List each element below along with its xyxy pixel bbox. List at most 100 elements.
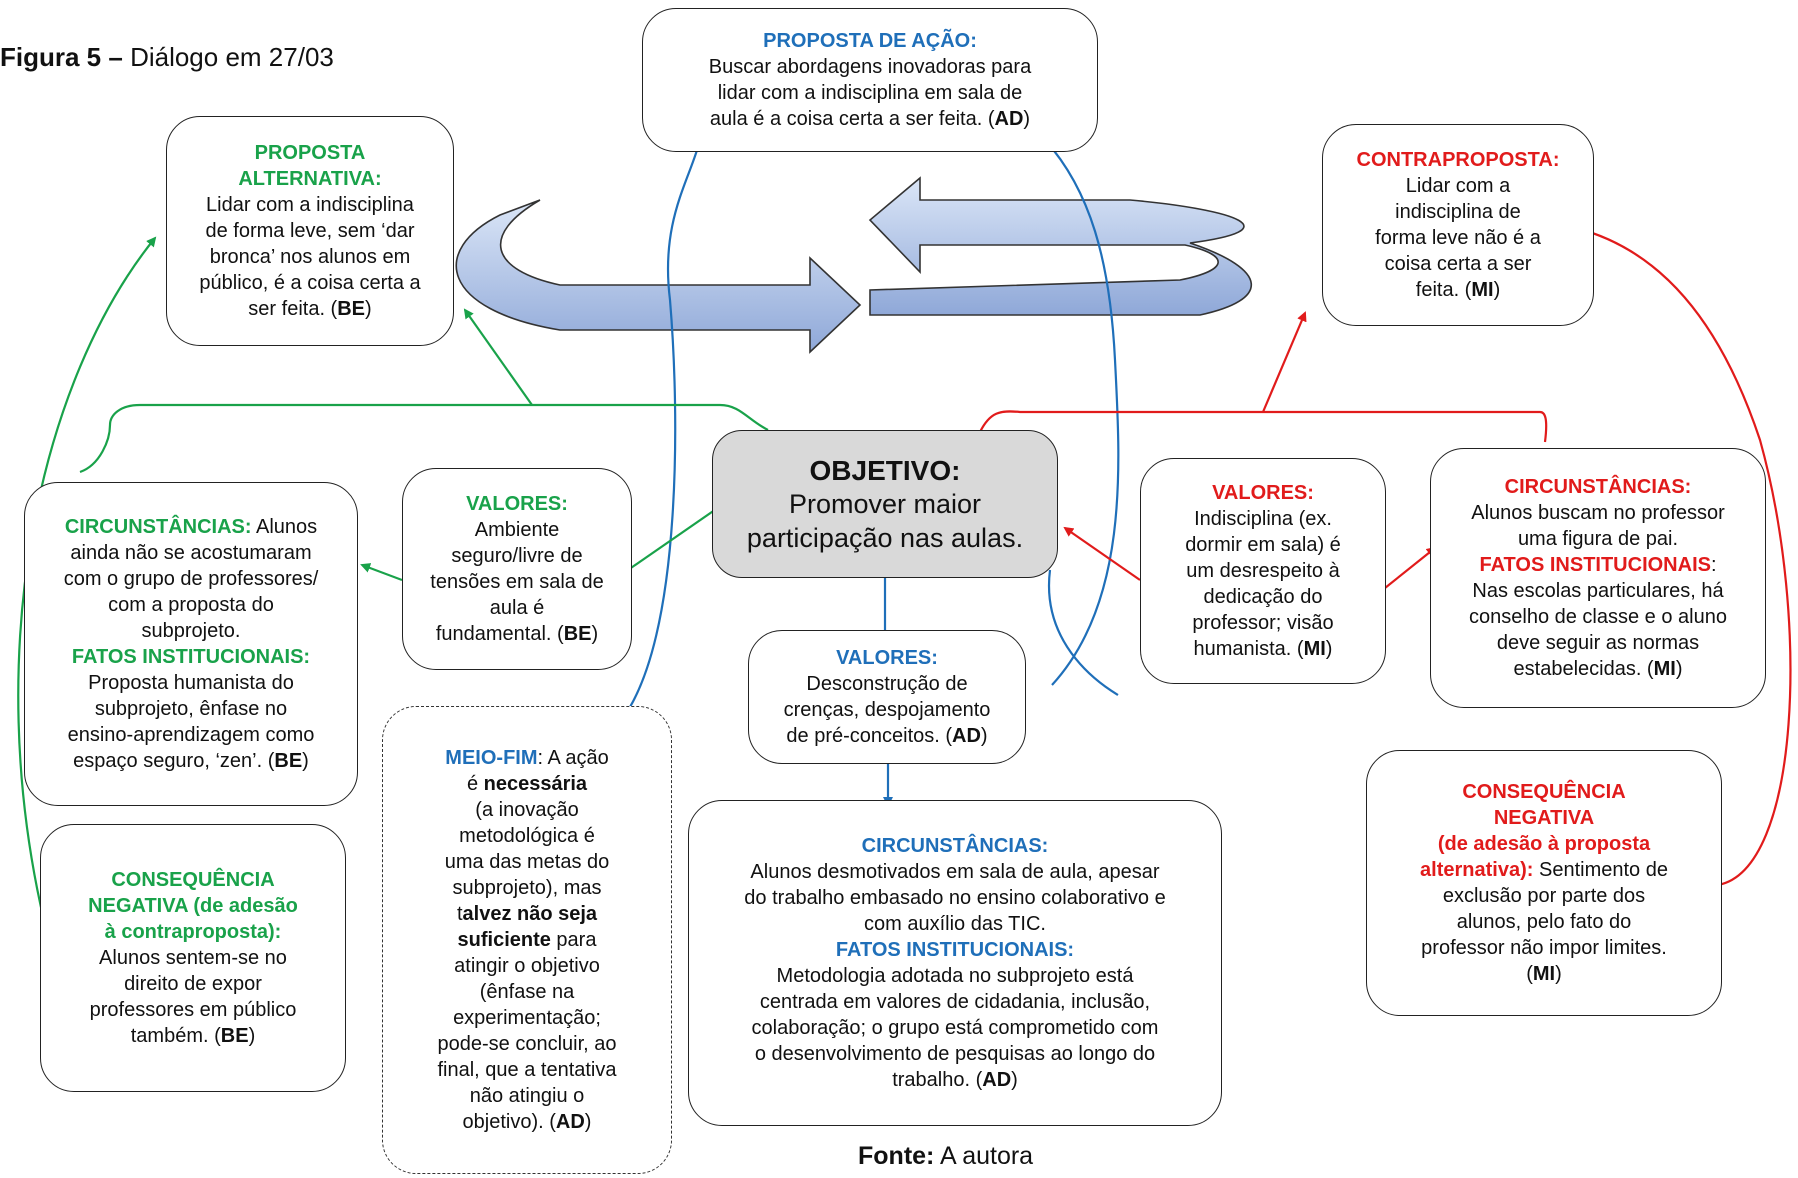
text-span: ): [1675, 658, 1683, 680]
text-line: Promover maior: [788, 488, 982, 519]
heading-line: ALTERNATIVA:: [238, 168, 382, 190]
text-span: estabelecidas. (: [1513, 658, 1654, 680]
text-line: subprojeto), mas: [452, 877, 602, 899]
text-line: dedicação do: [1203, 586, 1323, 608]
text-line: Indisciplina (ex.: [1194, 508, 1332, 530]
speaker-tag: MI: [1471, 279, 1494, 301]
text-line: estabelecidas. (MI): [1439, 656, 1757, 682]
text-span-bold: suficiente: [457, 929, 551, 951]
text-line: Alunos desmotivados em sala de aula, ape…: [750, 861, 1160, 883]
connector-valores-to-objective: [1063, 526, 1141, 581]
text-line: forma leve não é a: [1375, 227, 1541, 249]
box-proposta-acao: PROPOSTA DE AÇÃO: Buscar abordagens inov…: [642, 8, 1098, 152]
text-line: também. (BE): [53, 1023, 333, 1049]
text-line: coisa certa a ser: [1384, 253, 1532, 275]
text-span: (: [1526, 963, 1533, 985]
text-line: FATOS INSTITUCIONAIS:: [1439, 552, 1757, 578]
source-caption: Fonte: A autora: [858, 1142, 1033, 1171]
text-line: direito de expor: [124, 973, 262, 995]
speaker-tag: AD: [952, 725, 981, 747]
blue-connectors: [629, 138, 1120, 807]
text-line: feita. (MI): [1335, 277, 1581, 303]
text-span: para: [550, 929, 597, 951]
text-span: t: [456, 903, 463, 925]
text-span-bold: necessária: [483, 773, 588, 795]
box-valores-center: VALORES: Desconstrução de crenças, despo…: [748, 630, 1026, 764]
heading-span: FATOS INSTITUCIONAIS: [1479, 554, 1711, 576]
text-line: Alunos buscam no professor: [1471, 502, 1725, 524]
text-span: espaço seguro, ‘zen’. (: [73, 750, 275, 772]
text-line: pode-se concluir, ao: [437, 1033, 617, 1055]
connector-objective-to-circcenter: [1047, 569, 1119, 696]
speaker-tag: AD: [994, 108, 1024, 130]
text-line: atingir o objetivo: [454, 955, 600, 977]
cycle-arrow-lower: [455, 199, 862, 354]
heading-line: CIRCUNSTÂNCIAS:: [1504, 476, 1692, 498]
text-line: professor não impor limites.: [1421, 937, 1667, 959]
speaker-tag: MI: [1653, 658, 1676, 680]
connector-valores-to-circright: [1384, 546, 1437, 589]
text-line: humanista. (MI): [1153, 636, 1373, 662]
connector-valores-to-circleft: [360, 563, 403, 582]
text-line: CIRCUNSTÂNCIAS: Alunos: [33, 514, 349, 540]
text-span: de pré-conceitos. (: [786, 725, 953, 747]
red-connectors: [979, 225, 1792, 887]
text-line: lidar com a indisciplina em sala de: [717, 82, 1023, 104]
connector-valores-to-objective: [627, 503, 724, 571]
text-line: tensões em sala de: [430, 571, 604, 593]
text-line: suficiente para: [393, 927, 661, 953]
text-line: espaço seguro, ‘zen’. (BE): [33, 748, 349, 774]
text-line: talvez não seja: [393, 901, 661, 927]
text-line: ainda não se acostumaram: [70, 542, 312, 564]
text-span: ): [1325, 638, 1333, 660]
text-line: uma das metas do: [444, 851, 610, 873]
text-span: ): [1493, 279, 1501, 301]
heading-line: (de adesão à proposta: [1437, 833, 1651, 855]
text-span: objetivo). (: [462, 1111, 556, 1133]
text-line: Alunos sentem-se no: [99, 947, 287, 969]
text-line: Ambiente: [474, 519, 560, 541]
heading-line: VALORES:: [836, 647, 938, 669]
text-line: (ênfase na: [479, 981, 575, 1003]
text-span: humanista. (: [1193, 638, 1304, 660]
heading-line: VALORES:: [1212, 482, 1314, 504]
text-line: MEIO-FIM: A ação: [393, 745, 661, 771]
text-line: trabalho. (AD): [701, 1067, 1209, 1093]
text-line: fundamental. (BE): [415, 621, 619, 647]
connector-circcenter-to-proposta: [1043, 138, 1120, 686]
heading-span: CIRCUNSTÂNCIAS:: [64, 516, 252, 538]
text-span: : A ação: [537, 747, 609, 769]
text-line: um desrespeito à: [1186, 560, 1340, 582]
box-contraproposta: CONTRAPROPOSTA: Lidar com a indisciplina…: [1322, 124, 1594, 326]
text-line: aula é a coisa certa a ser feita. (AD): [655, 106, 1085, 132]
text-span: aula é a coisa certa a ser feita. (: [709, 108, 995, 130]
speaker-tag: BE: [337, 298, 366, 320]
connector-bracket-to-alternativa: [463, 308, 533, 406]
box-objetivo: OBJETIVO: Promover maior participação na…: [712, 430, 1058, 578]
text-line: centrada em valores de cidadania, inclus…: [759, 991, 1151, 1013]
heading-line: CONSEQUÊNCIA: [1462, 781, 1626, 803]
text-span-bold: alvez não seja: [462, 903, 598, 925]
bracket-green: [79, 403, 769, 474]
text-line: o desenvolvimento de pesquisas ao longo …: [754, 1043, 1156, 1065]
text-line: professor; visão: [1192, 612, 1334, 634]
text-span: ): [1023, 108, 1031, 130]
text-line: aula é: [489, 597, 545, 619]
text-line: deve seguir as normas: [1496, 632, 1700, 654]
text-span: Sentimento de: [1533, 859, 1668, 881]
heading-span: MEIO-FIM: [445, 747, 538, 769]
text-line: participação nas aulas.: [746, 522, 1024, 553]
speaker-tag: BE: [563, 623, 592, 645]
text-line: Buscar abordagens inovadoras para: [708, 56, 1032, 78]
box-consequencia-right: CONSEQUÊNCIA NEGATIVA (de adesão à propo…: [1366, 750, 1722, 1016]
text-line: colaboração; o grupo está comprometido c…: [751, 1017, 1159, 1039]
connector-meiofim-to-proposta: [629, 138, 703, 708]
box-circunstancias-left: CIRCUNSTÂNCIAS: Alunos ainda não se acos…: [24, 482, 358, 806]
text-line: Desconstrução de: [806, 673, 968, 695]
text-span: ): [365, 298, 372, 320]
connector-bracket-to-contraproposta: [1261, 311, 1307, 413]
text-line: final, que a tentativa: [437, 1059, 617, 1081]
objetivo-heading: OBJETIVO:: [809, 454, 961, 486]
text-span: :: [1710, 554, 1717, 576]
box-circunstancias-right: CIRCUNSTÂNCIAS: Alunos buscam no profess…: [1430, 448, 1766, 708]
